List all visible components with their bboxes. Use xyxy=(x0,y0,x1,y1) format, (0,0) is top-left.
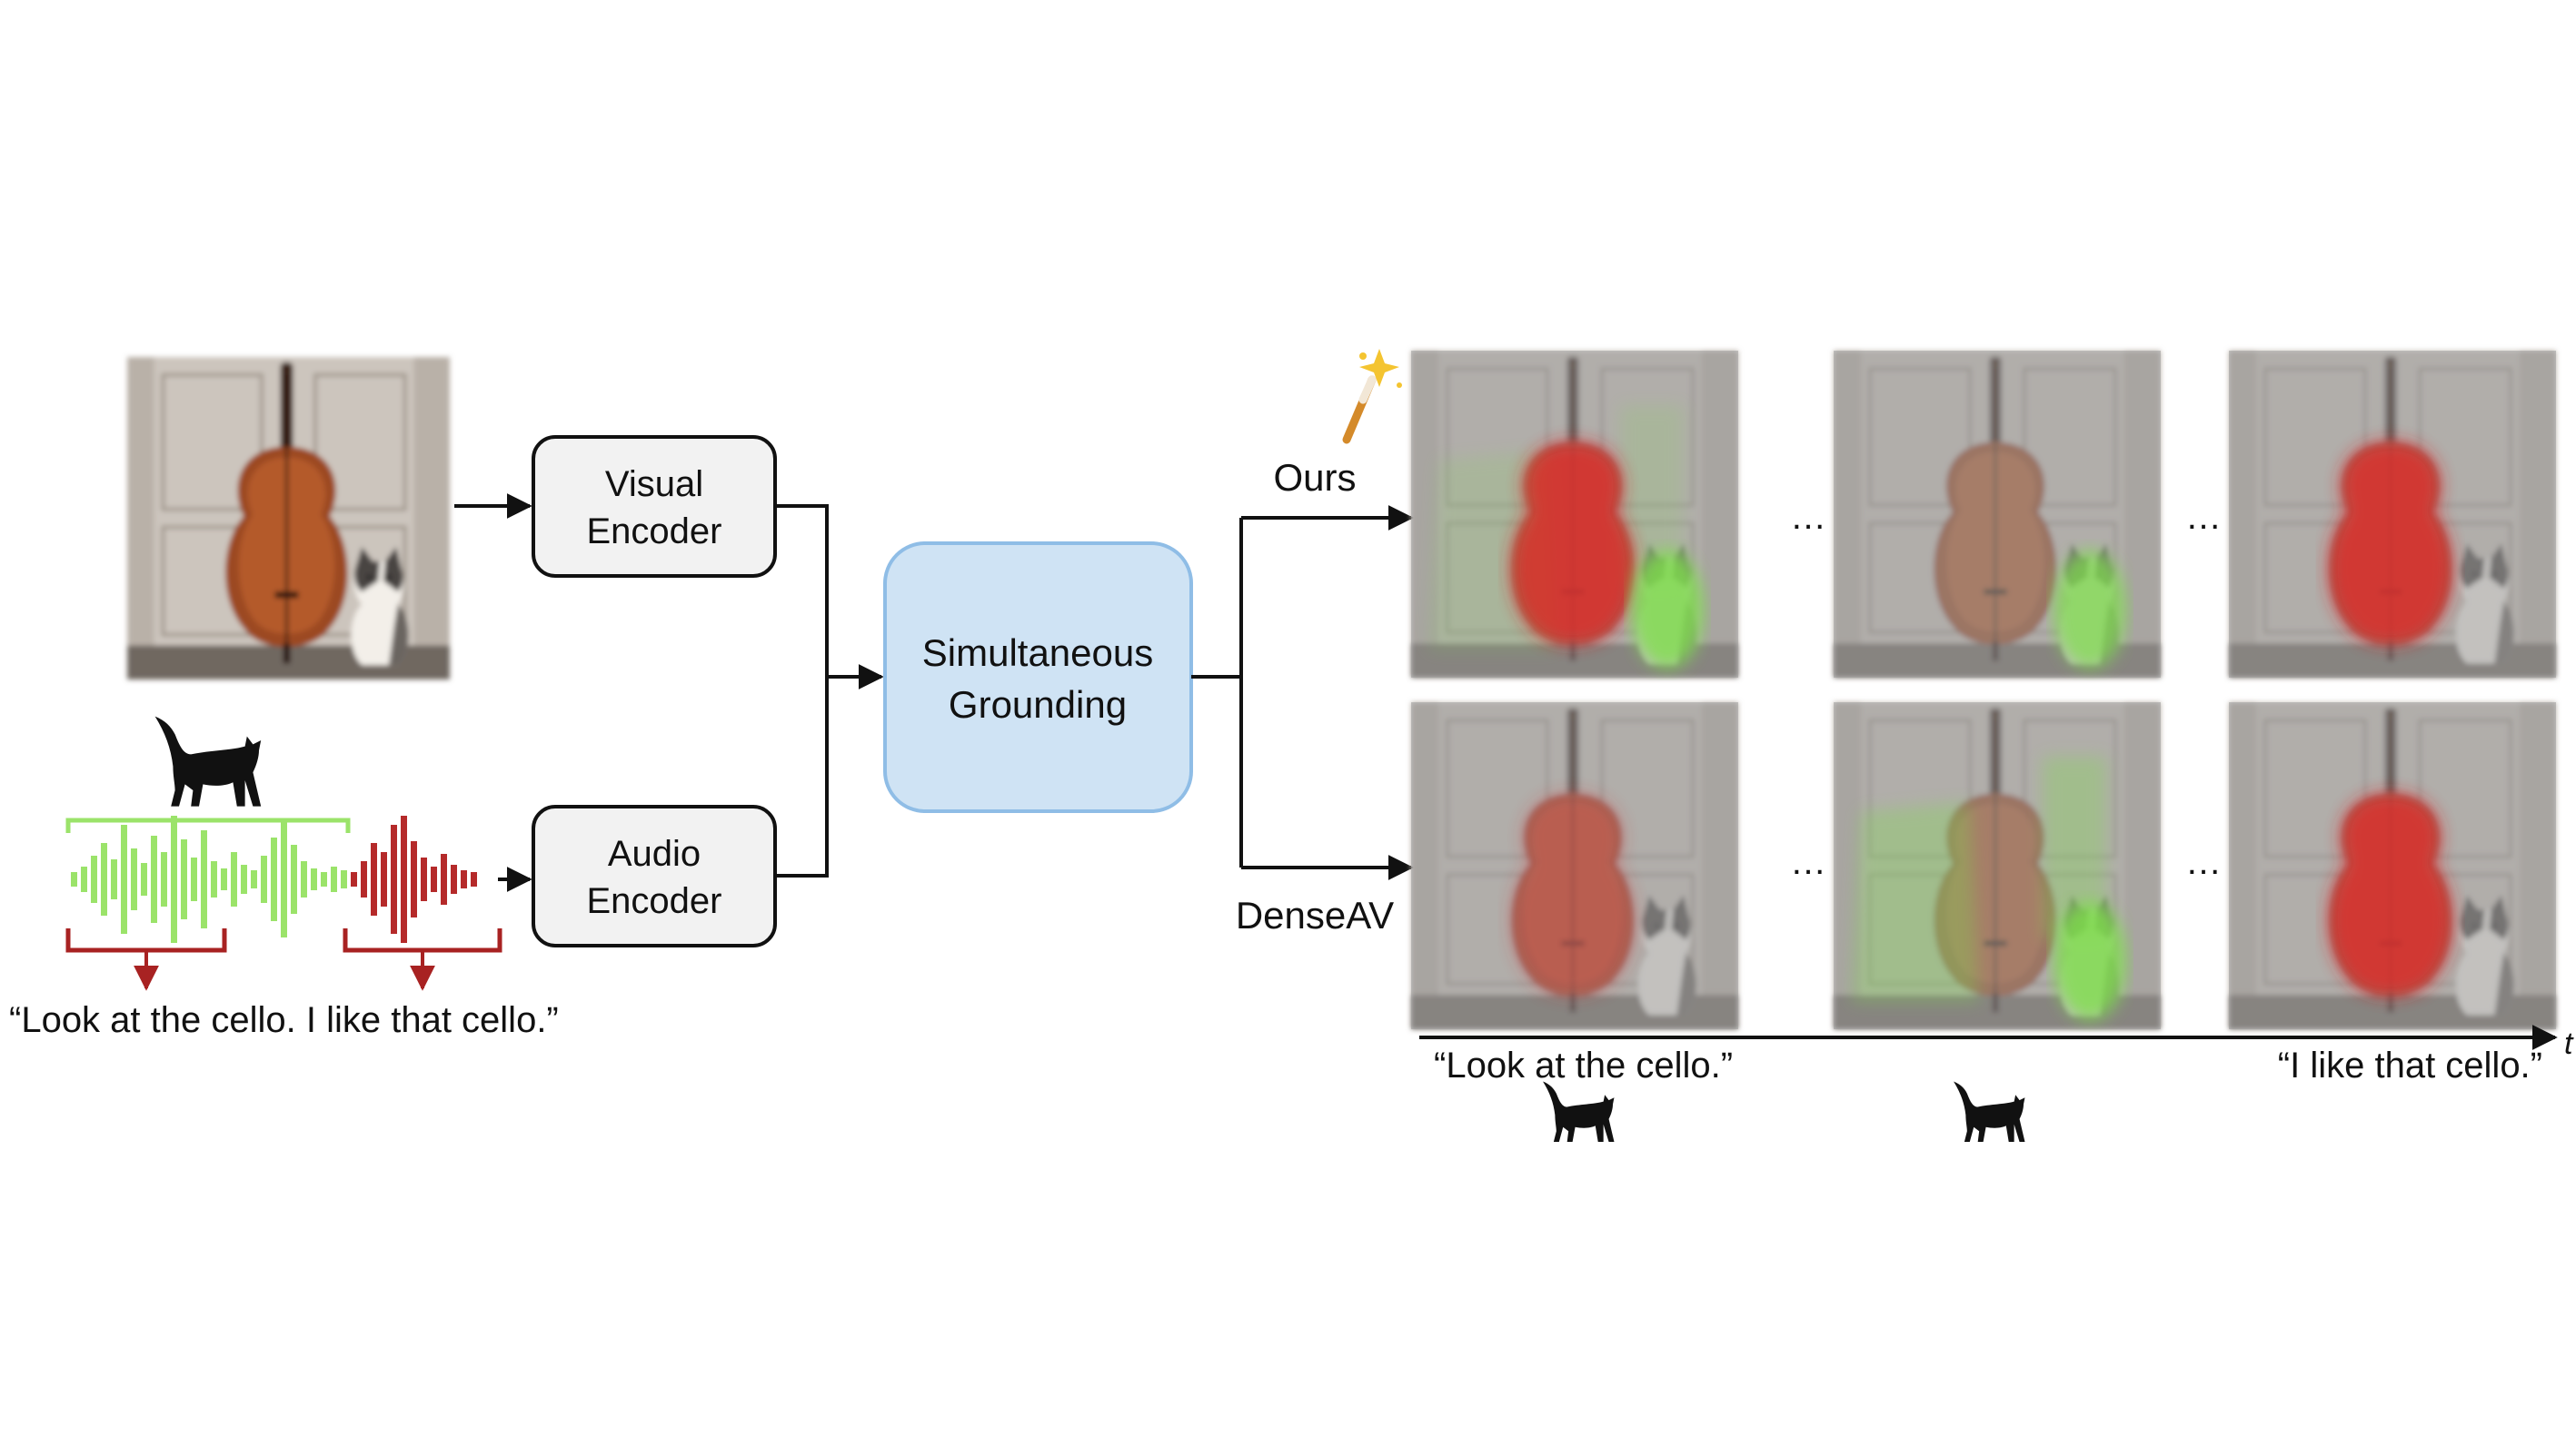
waveform-bar xyxy=(81,867,87,892)
method-denseav-label: DenseAV xyxy=(1236,894,1394,937)
waveform-bar xyxy=(301,861,307,898)
waveform-bar xyxy=(201,830,207,928)
waveform-bar xyxy=(331,867,337,892)
cat-sound-bracket xyxy=(65,818,351,833)
heatmap-frame xyxy=(1834,351,2161,678)
waveform-bar xyxy=(161,852,167,907)
ellipsis-denseav-1: … xyxy=(1790,842,1826,882)
audio-encoder-box: Audio Encoder xyxy=(532,805,777,947)
waveform-bar xyxy=(241,865,247,894)
waveform-bar xyxy=(131,848,137,910)
audio-encoder-label-2: Encoder xyxy=(587,881,722,921)
waveform-bar xyxy=(281,821,287,937)
ellipsis-ours-2: … xyxy=(2185,497,2222,537)
input-speech-caption: “Look at the cello. I like that cello.” xyxy=(9,1000,559,1040)
waveform-bar xyxy=(461,870,467,888)
cat-icon xyxy=(154,716,262,807)
waveform-bar xyxy=(261,856,267,903)
waveform-bar xyxy=(91,856,97,903)
waveform-bar xyxy=(441,854,447,905)
waveform-bar xyxy=(411,841,417,917)
grounding-label-1: Simultaneous xyxy=(922,631,1153,674)
waveform-bar xyxy=(291,845,297,914)
waveform-bar xyxy=(191,858,197,901)
waveform-bar xyxy=(361,861,367,898)
waveform-bar xyxy=(141,863,147,896)
ellipsis-ours-1: … xyxy=(1790,497,1826,537)
timeline-cat-icon-1 xyxy=(1543,1081,1615,1143)
speech-brackets xyxy=(65,928,502,991)
frame-ellipses: … … … … xyxy=(1790,497,2222,882)
waveform-bar xyxy=(221,868,227,890)
waveform-bar xyxy=(311,868,317,890)
grounding-label-2: Grounding xyxy=(949,683,1127,726)
heatmap-frame xyxy=(1411,702,1738,1029)
waveform-bar xyxy=(251,870,257,888)
timeline-cat-icon-2 xyxy=(1954,1081,2025,1143)
waveform-bar xyxy=(471,872,477,887)
waveform-bar xyxy=(101,843,107,916)
waveform-bar xyxy=(451,865,457,894)
waveform-bar xyxy=(431,867,437,892)
method-ours-label: Ours xyxy=(1273,456,1356,499)
waveform-bar xyxy=(151,836,157,923)
encoder-connectors xyxy=(775,504,884,878)
visual-encoder-label-2: Encoder xyxy=(587,511,722,551)
heatmap-frame xyxy=(1834,702,2161,1029)
time-axis-label: t xyxy=(2564,1026,2574,1061)
waveform-bar xyxy=(341,870,347,888)
heatmap-frame xyxy=(2229,351,2556,678)
waveform-bar xyxy=(111,859,117,899)
waveform-bar xyxy=(211,861,217,898)
waveform-bar xyxy=(351,872,357,887)
input-image xyxy=(127,357,450,679)
waveform-bar xyxy=(181,839,187,919)
ellipsis-denseav-2: … xyxy=(2185,842,2222,882)
simultaneous-grounding-box: Simultaneous Grounding xyxy=(883,541,1193,813)
visual-encoder-label-1: Visual xyxy=(605,464,703,504)
waveform-bar xyxy=(271,838,277,921)
waveform-bar xyxy=(121,825,127,934)
heatmap-frame xyxy=(1411,351,1738,678)
waveform-bar xyxy=(231,852,237,907)
waveform-bar xyxy=(321,872,327,887)
waveform-bar xyxy=(371,843,377,916)
waveform-bar xyxy=(71,872,77,887)
heatmap-frame xyxy=(2229,702,2556,1029)
waveform-bar xyxy=(391,825,397,934)
waveform-bar xyxy=(171,816,177,943)
audio-waveform xyxy=(71,816,477,943)
audio-encoder-label-1: Audio xyxy=(608,834,701,874)
waveform-bar xyxy=(401,816,407,943)
waveform-bar xyxy=(381,852,387,907)
timeline-start-caption: “Look at the cello.” xyxy=(1434,1046,1733,1086)
magic-wand-icon xyxy=(1342,349,1402,444)
result-frames xyxy=(1411,351,2556,1029)
visual-encoder-box: Visual Encoder xyxy=(532,435,777,578)
waveform-bar xyxy=(421,858,427,901)
output-connectors xyxy=(1191,505,1414,880)
timeline-end-caption: “I like that cello.” xyxy=(2278,1046,2542,1086)
